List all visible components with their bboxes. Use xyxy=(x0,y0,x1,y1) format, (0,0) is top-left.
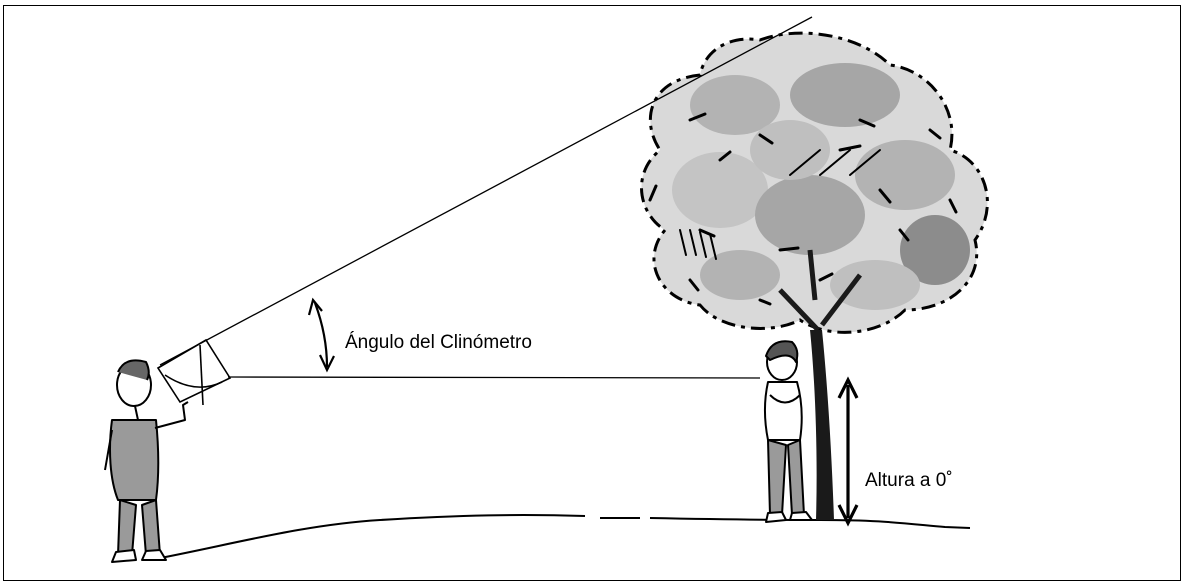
person-by-tree xyxy=(764,340,813,523)
height-arrow xyxy=(837,376,859,527)
clinometer xyxy=(156,338,232,406)
tree-canopy xyxy=(640,31,989,334)
observer-figure xyxy=(104,359,189,563)
angle-arrow xyxy=(307,297,335,373)
sight-lines xyxy=(159,16,813,379)
height-at-zero-label: Altura a 0˚ xyxy=(865,470,953,491)
clinometer-angle-label: Ángulo del Clinómetro xyxy=(345,332,532,353)
diagram-frame xyxy=(3,5,1181,581)
tree-trunk xyxy=(778,249,862,520)
